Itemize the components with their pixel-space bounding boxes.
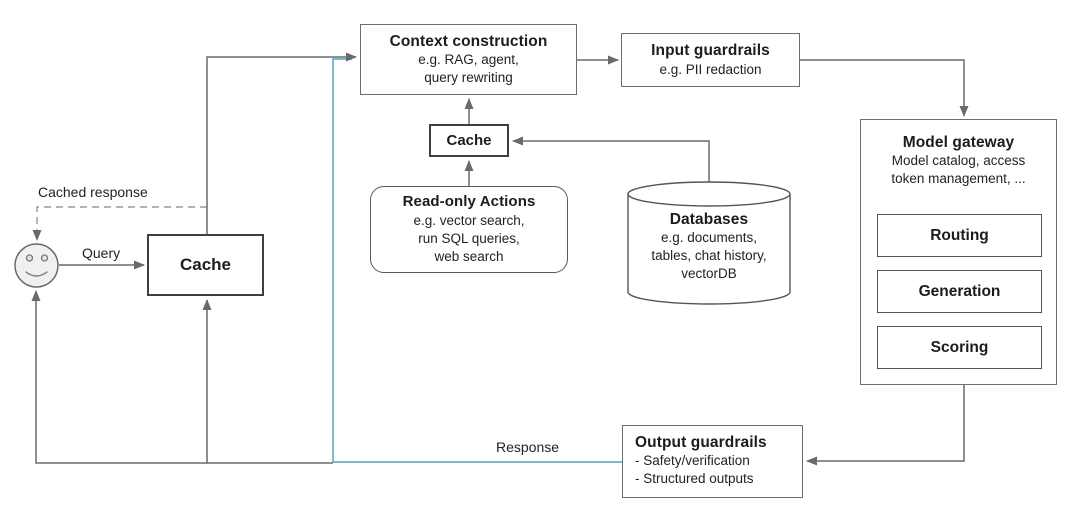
context-construction-sub-line2: query rewriting (424, 70, 513, 86)
edge-databases-to-cache (512, 136, 710, 183)
user-smile (25, 271, 48, 277)
edge-response-to-context (332, 58, 622, 463)
context-construction-box: Context construction e.g. RAG, agent, qu… (360, 24, 577, 95)
edge-input-guardrails-to-gateway (800, 59, 969, 117)
cache-box: Cache (147, 234, 264, 296)
model-gateway-sub-line1: Model catalog, access (891, 153, 1026, 169)
query-label: Query (82, 245, 121, 261)
edge-cache-to-context (206, 52, 357, 234)
databases-title: Databases (669, 210, 749, 228)
model-gateway-title: Model gateway (902, 134, 1015, 151)
response-label: Response (496, 439, 560, 455)
read-only-actions-box: Read-only Actions e.g. vector search, ru… (370, 186, 568, 273)
edge-response-to-user (31, 290, 333, 464)
databases-node: Databases e.g. documents, tables, chat h… (628, 200, 790, 292)
databases-line3: vectorDB (681, 265, 737, 281)
output-guardrails-line2: - Structured outputs (635, 471, 754, 487)
read-only-actions-line3: web search (434, 248, 504, 264)
input-guardrails-sub: e.g. PII redaction (659, 61, 762, 77)
output-guardrails-line1: - Safety/verification (635, 453, 750, 469)
databases-line1: e.g. documents, (660, 229, 758, 245)
user-eye-right (40, 254, 49, 262)
model-gateway-box: Model gateway Model catalog, access toke… (860, 119, 1057, 385)
databases-cylinder-shape (627, 181, 791, 305)
context-construction-title: Context construction (389, 33, 548, 50)
output-guardrails-title: Output guardrails (635, 434, 767, 451)
databases-line2: tables, chat history, (651, 247, 767, 263)
user-icon (14, 243, 59, 288)
output-guardrails-box: Output guardrails - Safety/verification … (622, 425, 803, 498)
cache-box-title: Cache (179, 255, 232, 274)
cached-response-label: Cached response (38, 184, 148, 200)
routing-box: Routing (877, 214, 1042, 257)
input-guardrails-title: Input guardrails (651, 42, 770, 60)
edge-gateway-to-output-guardrails (806, 385, 965, 466)
generation-box: Generation (877, 270, 1042, 313)
cache-small-box: Cache (429, 124, 509, 157)
model-gateway-sub-line2: token management, ... (891, 171, 1026, 187)
scoring-box: Scoring (877, 326, 1042, 369)
read-only-actions-line1: e.g. vector search, (413, 213, 525, 229)
user-eye-left (25, 254, 34, 262)
input-guardrails-box: Input guardrails e.g. PII redaction (621, 33, 800, 87)
context-construction-sub-line1: e.g. RAG, agent, (418, 52, 519, 68)
read-only-actions-title: Read-only Actions (402, 193, 536, 211)
cache-small-title: Cache (446, 132, 492, 149)
read-only-actions-line2: run SQL queries, (418, 230, 520, 246)
edge-cached-response (32, 206, 207, 241)
